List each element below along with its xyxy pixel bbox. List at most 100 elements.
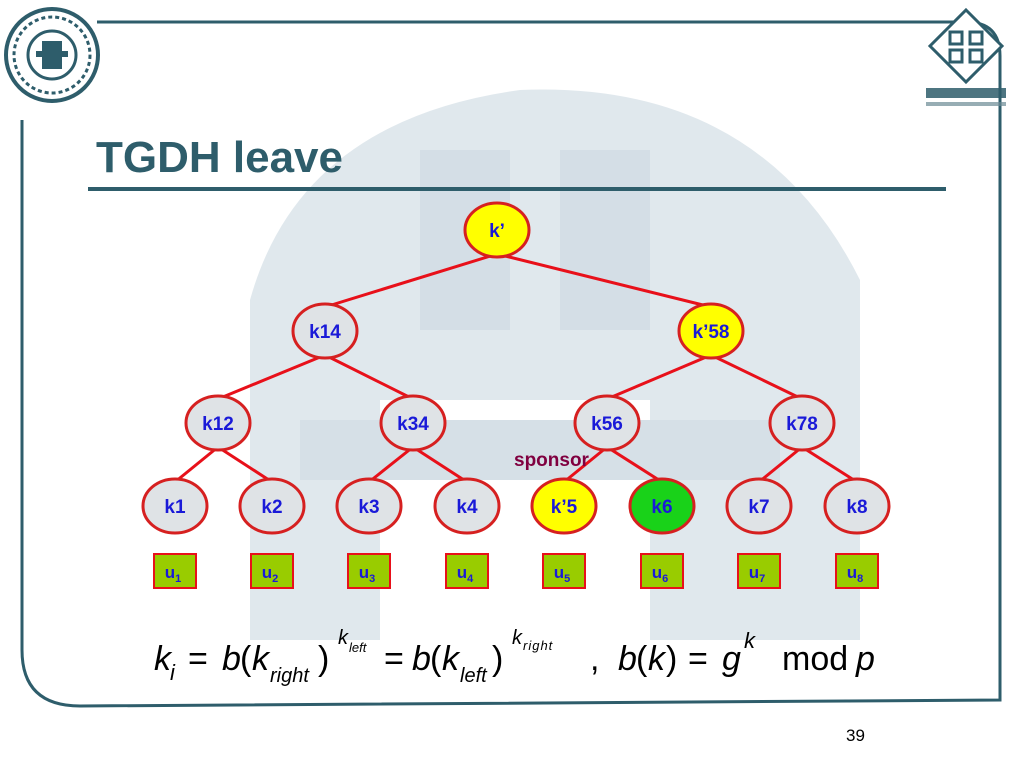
- member-u8: u8: [835, 553, 879, 589]
- member-box: [250, 553, 294, 589]
- tree-edge-n14-n34: [324, 353, 414, 401]
- tree-node-circle: [433, 477, 501, 535]
- formula-eq-1: =: [188, 640, 208, 678]
- formula-g: g: [722, 640, 741, 678]
- tree-node-l5: k’5: [530, 477, 598, 535]
- page-number: 39: [846, 726, 865, 745]
- tree-edge-n34-l3: [368, 445, 414, 484]
- tree-node-l8: k8: [823, 477, 891, 535]
- tree-edge-n78-l8: [801, 445, 858, 484]
- tree-node-label: k1: [164, 497, 186, 518]
- tree-node-label: k’5: [551, 497, 578, 518]
- formula-b-3: b: [618, 640, 637, 678]
- formula-sub-right: right: [270, 665, 310, 687]
- tree-node-label: k7: [748, 497, 769, 518]
- formula-close-1: ): [318, 640, 329, 678]
- formula-p: p: [855, 640, 875, 678]
- tree-node-label: k2: [261, 497, 282, 518]
- key-formula: k i = b ( k right ) k left = b ( k left …: [154, 627, 875, 687]
- tree-node-circle: [141, 477, 209, 535]
- tree-node-circle: [725, 477, 793, 535]
- society-logo: [926, 7, 1006, 106]
- tree-node-label: k’58: [693, 322, 730, 343]
- tree-node-n12: k12: [184, 394, 252, 452]
- tree-edge-n14-n12: [217, 353, 326, 401]
- tree-node-n34: k34: [379, 394, 447, 452]
- tree-node-l7: k7: [725, 477, 793, 535]
- slide-frame: [20, 20, 1002, 708]
- formula-open-3: (: [636, 640, 648, 678]
- member-u5: u5: [542, 553, 586, 589]
- member-box: [347, 553, 391, 589]
- tree-edge-n58-n56: [606, 353, 712, 401]
- formula-k: k: [154, 640, 173, 678]
- tree-edge-n56-l5: [563, 445, 608, 484]
- tree-node-circle: [573, 394, 641, 452]
- tree-node-circle: [768, 394, 836, 452]
- tree-node-n14: k14: [291, 302, 359, 360]
- tree-node-label: k56: [591, 414, 623, 435]
- tree-node-circle: [530, 477, 598, 535]
- formula-comma: ,: [590, 640, 599, 678]
- sponsor-label: sponsor: [514, 450, 590, 471]
- slide-title: TGDH leave: [96, 133, 343, 182]
- tree-node-l1: k1: [141, 477, 209, 535]
- university-logo: [4, 7, 100, 103]
- member-box: [445, 553, 489, 589]
- tree-edge-root-n14: [324, 252, 498, 309]
- tree-node-root: k’: [463, 201, 531, 259]
- tree-node-l4: k4: [433, 477, 501, 535]
- member-box: [542, 553, 586, 589]
- formula-open-1: (: [240, 640, 252, 678]
- tree-edge-root-n58: [496, 252, 712, 309]
- formula-eq-2: =: [384, 640, 404, 678]
- formula-open-2: (: [430, 640, 442, 678]
- tree-node-circle: [335, 477, 403, 535]
- tree-node-n58: k’58: [677, 302, 745, 360]
- member-box: [737, 553, 781, 589]
- tree-node-label: k3: [358, 497, 379, 518]
- tree-node-n56: k56: [573, 394, 641, 452]
- formula-exp-left: left: [349, 640, 368, 655]
- tree-edge-n58-n78: [710, 353, 803, 401]
- tree-node-circle: [463, 201, 531, 259]
- tree-edge-n56-l6: [606, 445, 663, 484]
- tree-node-label: k4: [456, 497, 478, 518]
- formula-mod: mod: [782, 640, 848, 678]
- member-u6: u6: [640, 553, 684, 589]
- formula-k-arg: k: [648, 640, 667, 678]
- formula-b-2: b: [412, 640, 431, 678]
- tree-node-label: k12: [202, 414, 234, 435]
- formula-exp-right: right: [523, 638, 554, 653]
- tree-node-circle: [184, 394, 252, 452]
- member-box: [835, 553, 879, 589]
- tree-node-label: k’: [489, 221, 505, 242]
- tree-node-n78: k78: [768, 394, 836, 452]
- tree-node-l3: k3: [335, 477, 403, 535]
- tree-node-l2: k2: [238, 477, 306, 535]
- formula-close-2: ): [492, 640, 503, 678]
- watermark-logo: [250, 89, 860, 641]
- tree-node-label: k14: [309, 322, 341, 343]
- member-u3: u3: [347, 553, 391, 589]
- formula-k-right: k: [252, 640, 271, 678]
- member-box: [153, 553, 197, 589]
- title-underline: [88, 187, 946, 191]
- tree-node-circle: [677, 302, 745, 360]
- tree-nodes: k’ k14 k’58 k12 k34 k56 k78 k1 k2 k3 k4 k’5 k6 k7 k8: [141, 201, 891, 535]
- member-u1: u1: [153, 553, 197, 589]
- tree-node-circle: [628, 477, 696, 535]
- formula-sub-left: left: [460, 665, 488, 687]
- tree-edge-n34-l4: [412, 445, 468, 484]
- member-u4: u4: [445, 553, 489, 589]
- tree-edge-n12-l2: [217, 445, 273, 484]
- member-u7: u7: [737, 553, 781, 589]
- tree-edge-n78-l7: [758, 445, 803, 484]
- member-box: [640, 553, 684, 589]
- tree-node-label: k34: [397, 414, 429, 435]
- tree-edges: [174, 252, 858, 484]
- tree-node-l6: k6: [628, 477, 696, 535]
- formula-exp-k-3: k: [744, 628, 756, 653]
